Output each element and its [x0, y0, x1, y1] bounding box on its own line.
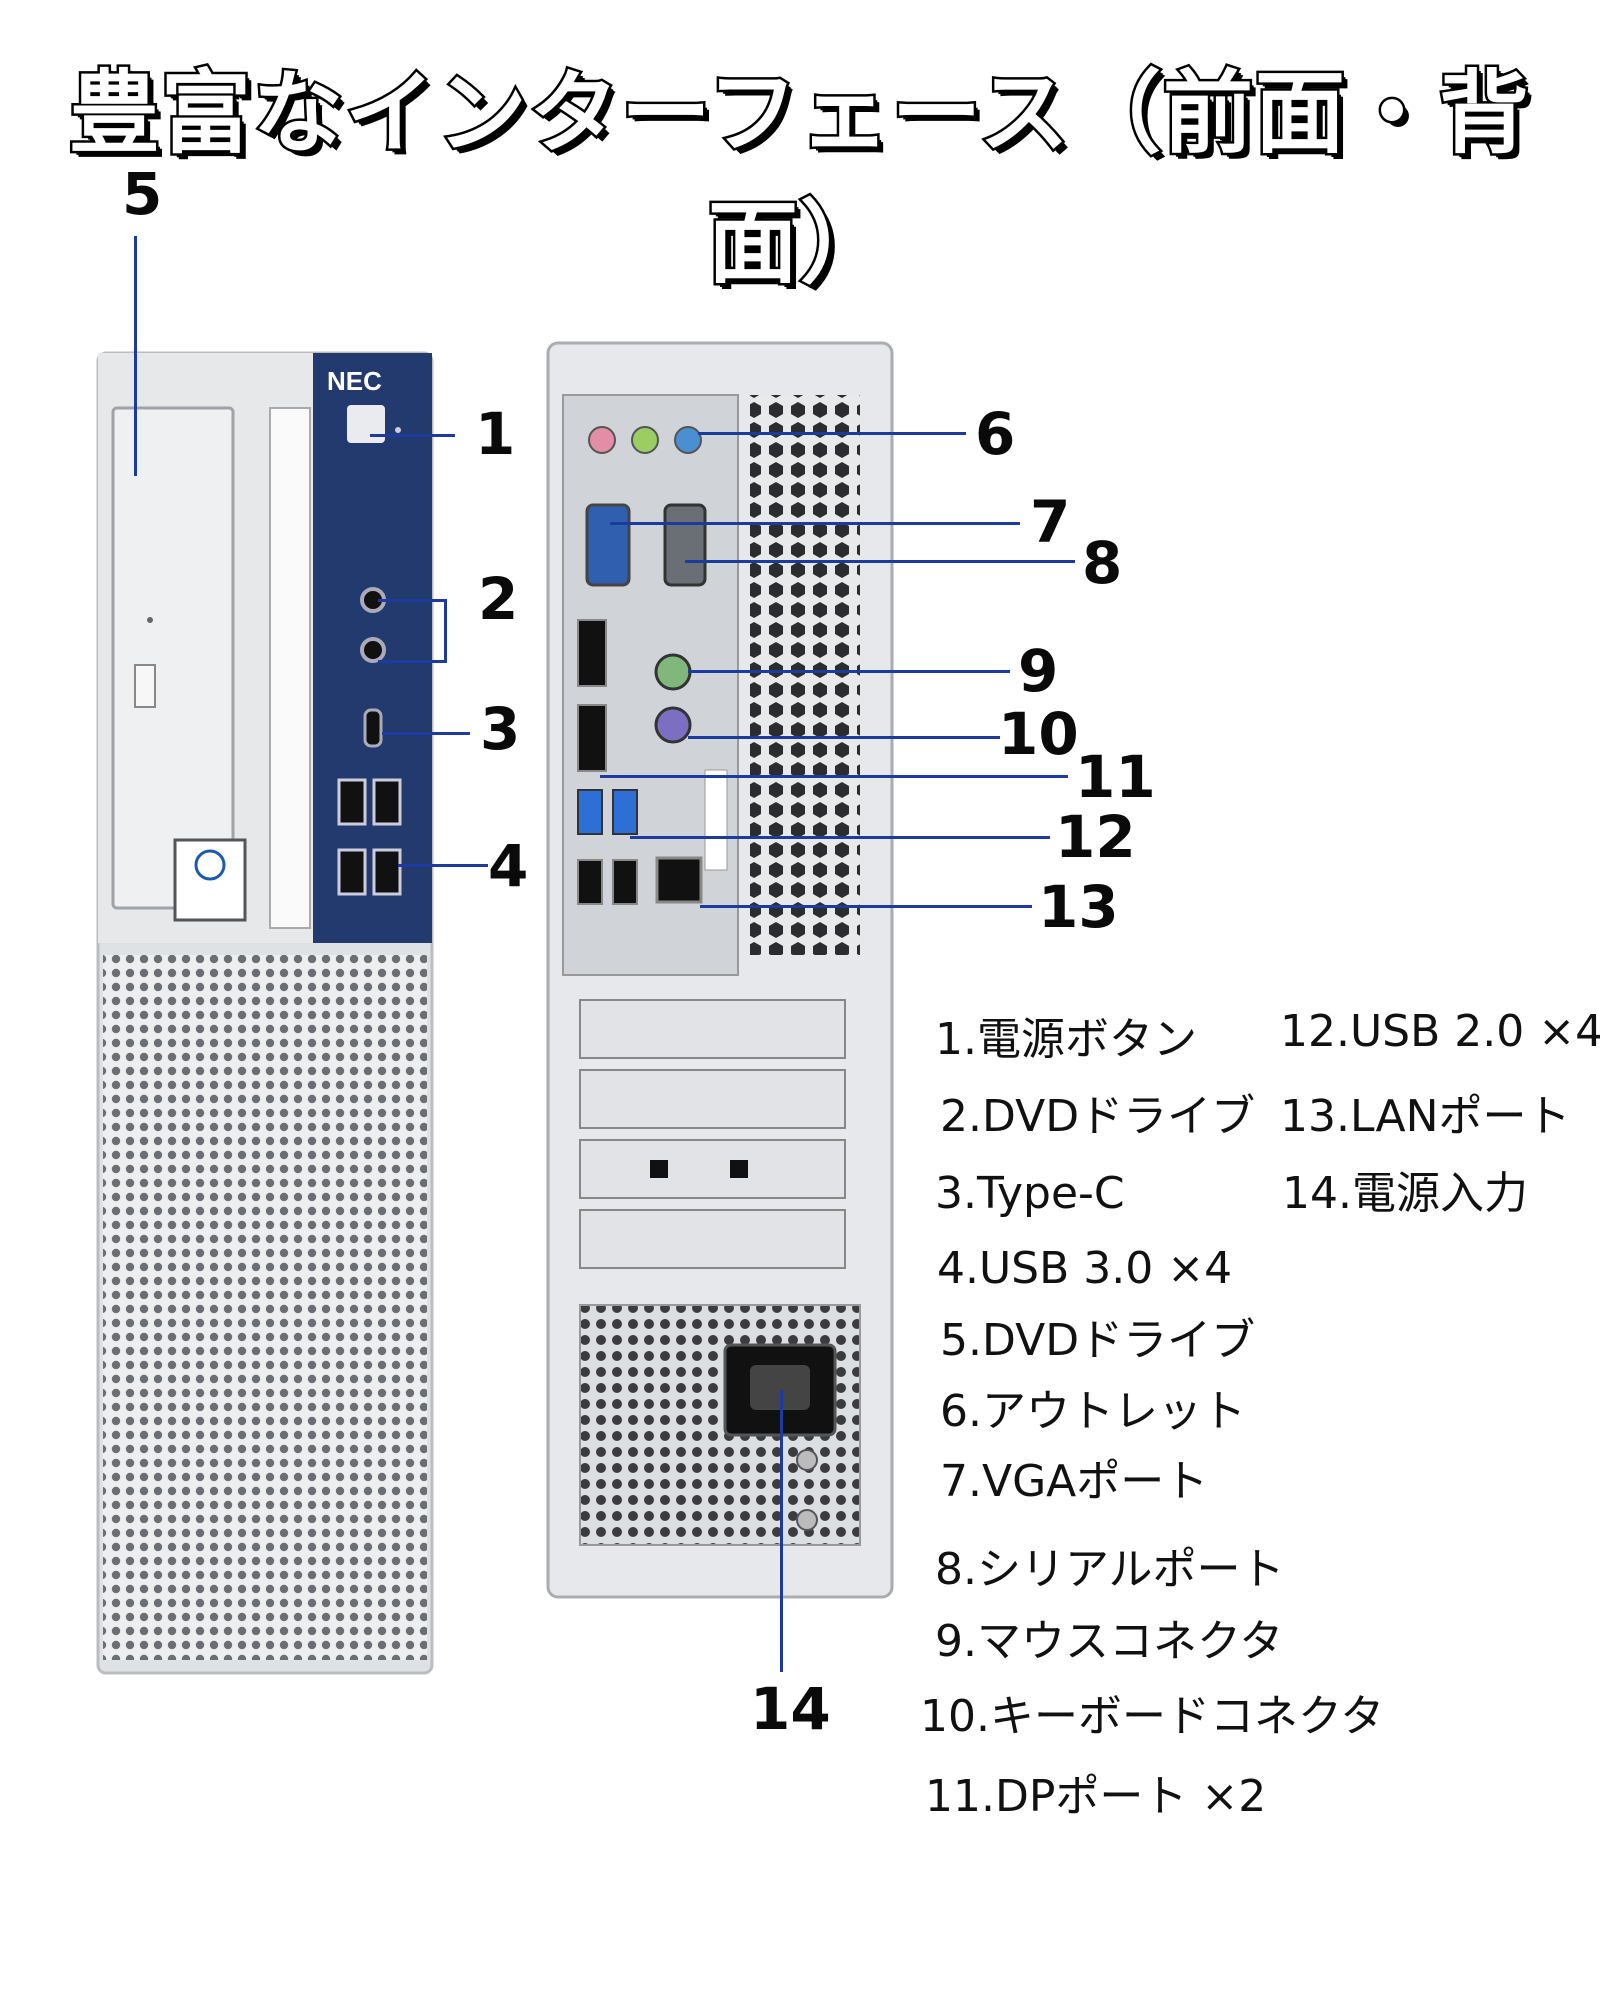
legend-item-13: 13.LANポート [1280, 1091, 1571, 1142]
leader-line-3 [382, 732, 470, 735]
serial-port-icon [663, 503, 707, 587]
leader-line-8 [685, 560, 1075, 563]
leader-line-13 [700, 905, 1032, 908]
leader-line-12 [630, 836, 1050, 839]
type-c-port-icon [363, 708, 383, 748]
leader-line-10 [688, 736, 1000, 739]
callout-10: 10 [998, 700, 1079, 768]
callout-11: 11 [1075, 743, 1156, 811]
dvd-led-icon [147, 617, 153, 623]
callout-2: 2 [478, 565, 519, 633]
usb-port-icon [372, 778, 402, 826]
leader-line-4 [398, 864, 488, 867]
expansion-slot [579, 1209, 846, 1269]
callout-13: 13 [1038, 873, 1119, 941]
audio-line-green-icon [631, 426, 659, 454]
back-pc-image [546, 341, 894, 1599]
leader-line-6 [698, 432, 966, 435]
legend-item-9: 9.マウスコネクタ [935, 1616, 1284, 1667]
callout-12: 12 [1055, 803, 1136, 871]
leader-line-2b [378, 660, 446, 663]
legend-item-1: 1.電源ボタン [935, 1014, 1197, 1065]
leader-line-11 [600, 775, 1068, 778]
leader-line-14 [780, 1390, 783, 1672]
rear-vent [750, 395, 860, 955]
audio-jack-2-icon [360, 637, 386, 663]
expansion-slot [579, 1069, 846, 1129]
usb-port-icon [577, 789, 603, 835]
dp-port-icon [577, 619, 607, 687]
callout-5: 5 [122, 160, 163, 228]
keyboard-port-icon [654, 706, 692, 744]
power-button-image [347, 405, 385, 443]
callout-9: 9 [1018, 637, 1059, 705]
front-mesh-grill [103, 955, 427, 1660]
front-pc-image: NEC [96, 351, 434, 1675]
callout-6: 6 [975, 400, 1016, 468]
leader-line-5 [134, 236, 137, 476]
expansion-slot [579, 999, 846, 1059]
front-brand-logo: NEC [327, 366, 382, 396]
legend-item-4: 4.USB 3.0 ×4 [937, 1243, 1233, 1294]
legend-item-14: 14.電源入力 [1282, 1168, 1528, 1219]
dp-port-icon [577, 704, 607, 772]
page-title: 豊富なインターフェース（前面・背面） [66, 59, 1532, 299]
legend-item-5: 5.DVDドライブ [940, 1315, 1256, 1366]
usb-port-icon [372, 848, 402, 896]
callout-1: 1 [475, 400, 516, 468]
legend-item-11: 11.DPポート ×2 [925, 1771, 1267, 1822]
usb-port-icon [612, 789, 638, 835]
callout-8: 8 [1082, 529, 1123, 597]
leader-line-9 [688, 670, 1010, 673]
legend-item-2: 2.DVDドライブ [940, 1091, 1256, 1142]
audio-line-blue-icon [674, 426, 702, 454]
usb-port-icon [612, 859, 638, 905]
legend-item-7: 7.VGAポート [940, 1456, 1209, 1507]
legend-item-6: 6.アウトレット [940, 1386, 1246, 1437]
expansion-slot [579, 1139, 846, 1199]
legend-item-8: 8.シリアルポート [935, 1544, 1285, 1595]
audio-out-pink-icon [588, 426, 616, 454]
usb-port-icon [337, 778, 367, 826]
usb-port-icon [577, 859, 603, 905]
vga-port-icon [585, 503, 631, 587]
lan-port-icon [655, 856, 703, 904]
serial-label-sticker [704, 769, 728, 871]
callout-7: 7 [1030, 488, 1071, 556]
intel-sticker [173, 838, 247, 922]
legend-item-12: 12.USB 2.0 ×4 [1280, 1006, 1600, 1057]
leader-line-1 [370, 434, 455, 437]
legend-item-10: 10.キーボードコネクタ [920, 1691, 1385, 1742]
callout-3: 3 [480, 695, 521, 763]
dvd-eject-icon [134, 664, 156, 708]
usb-port-icon [337, 848, 367, 896]
callout-14: 14 [750, 1675, 831, 1743]
leader-line-2a [378, 599, 446, 602]
callout-4: 4 [488, 832, 529, 900]
mouse-port-icon [654, 653, 692, 691]
leader-line-7 [610, 522, 1020, 525]
legend-item-3: 3.Type-C [935, 1168, 1125, 1219]
leader-line-2c [444, 599, 447, 663]
